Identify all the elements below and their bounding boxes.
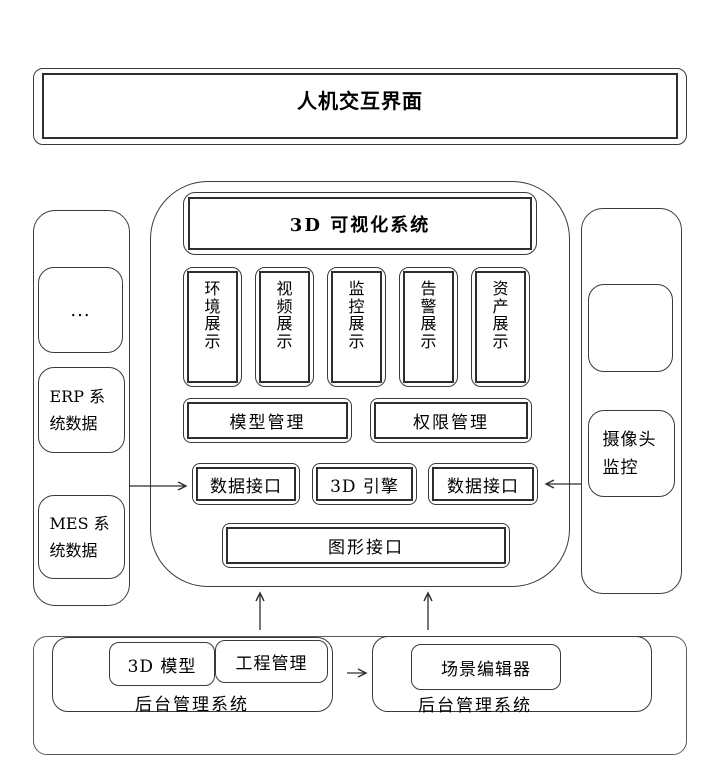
permission-management-inner: 权限管理 bbox=[374, 402, 528, 439]
engine-3d-box: 3D 引擎 bbox=[312, 463, 417, 505]
display-panel-monitor-label: 监控展示 bbox=[348, 279, 365, 351]
display-panel-asset: 资产展示 bbox=[471, 267, 530, 387]
viz-title-box: 3D 可视化系统 bbox=[183, 192, 537, 255]
data-interface-left-label: 数据接口 bbox=[210, 476, 282, 497]
scene-editor-label: 场景编辑器 bbox=[441, 659, 531, 680]
permission-management-label: 权限管理 bbox=[413, 413, 489, 433]
engine-3d-inner: 3D 引擎 bbox=[316, 467, 413, 501]
display-panel-asset-label: 资产展示 bbox=[492, 279, 509, 351]
mes-data-label: MES 系统数据 bbox=[49, 514, 110, 560]
viz-title-box-inner: 3D 可视化系统 bbox=[188, 197, 532, 250]
camera-panel bbox=[581, 208, 682, 594]
camera-monitor-box: 摄像头监控 bbox=[588, 410, 675, 497]
hmi-title: 人机交互界面 bbox=[297, 89, 423, 113]
display-panel-alarm: 告警展示 bbox=[399, 267, 458, 387]
graphics-interface-box: 图形接口 bbox=[222, 523, 510, 568]
display-panel-monitor-inner: 监控展示 bbox=[331, 271, 382, 383]
display-panel-monitor: 监控展示 bbox=[327, 267, 386, 387]
model-management-label: 模型管理 bbox=[229, 413, 306, 433]
backend-right-label: 后台管理系统 bbox=[418, 696, 532, 716]
data-interface-left-box: 数据接口 bbox=[192, 463, 300, 505]
mes-data-box: MES 系统数据 bbox=[38, 495, 125, 579]
data-source-more-box: ... bbox=[38, 267, 123, 353]
display-panel-alarm-inner: 告警展示 bbox=[403, 271, 454, 383]
display-panel-environment: 环境展示 bbox=[183, 267, 242, 387]
graphics-interface-inner: 图形接口 bbox=[226, 527, 506, 564]
data-interface-right-box: 数据接口 bbox=[428, 463, 538, 505]
camera-placeholder-box bbox=[588, 284, 673, 372]
display-panel-video-inner: 视频展示 bbox=[259, 271, 310, 383]
scene-editor-box: 场景编辑器 bbox=[411, 644, 561, 690]
data-interface-right-inner: 数据接口 bbox=[432, 467, 534, 501]
backend-left-label: 后台管理系统 bbox=[135, 695, 249, 715]
graphics-interface-label: 图形接口 bbox=[328, 538, 404, 558]
data-source-more-label: ... bbox=[70, 299, 91, 321]
project-management-box: 工程管理 bbox=[215, 640, 328, 683]
model-management-inner: 模型管理 bbox=[187, 402, 348, 439]
hmi-panel-inner: 人机交互界面 bbox=[42, 73, 678, 139]
hmi-panel: 人机交互界面 bbox=[33, 68, 687, 145]
camera-monitor-label: 摄像头监控 bbox=[602, 429, 657, 478]
model-3d-box: 3D 模型 bbox=[109, 642, 215, 686]
erp-data-box: ERP 系统数据 bbox=[38, 367, 125, 453]
engine-3d-label: 3D 引擎 bbox=[330, 476, 399, 497]
display-panel-asset-inner: 资产展示 bbox=[475, 271, 526, 383]
model-3d-label: 3D 模型 bbox=[127, 656, 197, 677]
project-management-label: 工程管理 bbox=[235, 654, 308, 674]
viz-title: 3D 可视化系统 bbox=[289, 214, 431, 236]
model-management-box: 模型管理 bbox=[183, 398, 352, 443]
display-panel-alarm-label: 告警展示 bbox=[420, 279, 437, 351]
permission-management-box: 权限管理 bbox=[370, 398, 532, 443]
display-panel-video: 视频展示 bbox=[255, 267, 314, 387]
display-panel-environment-inner: 环境展示 bbox=[187, 271, 238, 383]
display-panel-video-label: 视频展示 bbox=[276, 279, 293, 351]
data-interface-right-label: 数据接口 bbox=[447, 476, 519, 497]
erp-data-label: ERP 系统数据 bbox=[49, 387, 106, 433]
data-interface-left-inner: 数据接口 bbox=[196, 467, 296, 501]
display-panel-environment-label: 环境展示 bbox=[204, 279, 221, 351]
